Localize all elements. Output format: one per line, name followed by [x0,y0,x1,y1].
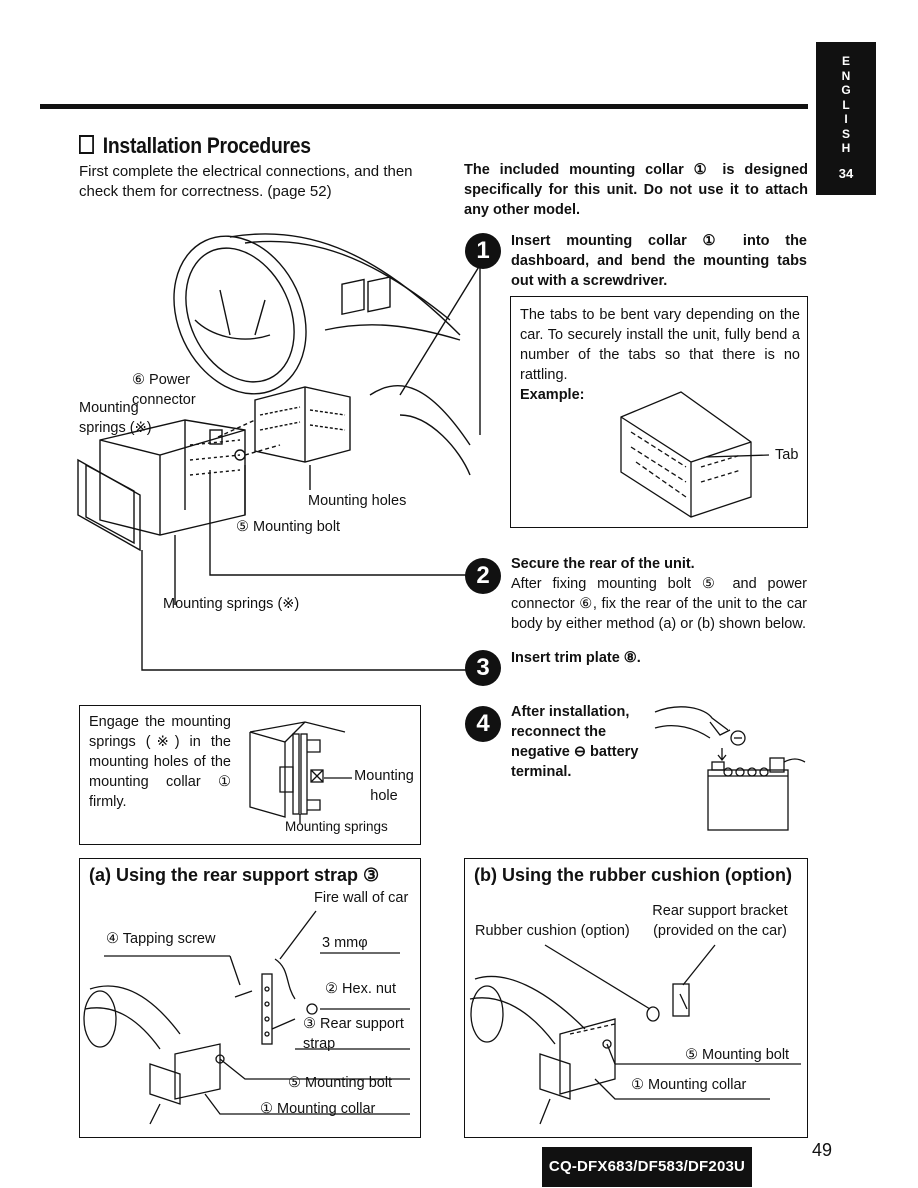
tabs-info-text: The tabs to be bent vary depending on th… [520,307,800,383]
label-hex-nut: ② Hex. nut [325,981,397,997]
section-heading: Installation Procedures [79,133,311,159]
rear-strap-illustration [83,910,410,1125]
example-label: Example: [520,387,585,403]
language-letters: E N G L I S H [841,54,851,155]
battery-terminal-illustration [654,706,806,831]
method-a-title: (a) Using the rear support strap ③ [89,865,380,885]
dashboard-installation-illustration [77,233,481,671]
rubber-cushion-illustration [469,944,801,1125]
label-mounting-collar-b: ① Mounting collar [631,1077,747,1093]
mounting-hole-leader [324,777,352,779]
label-power-connector: ⑥ Power connector [132,372,196,408]
label-rear-support-strap: ③ Rear support strap [303,1016,404,1052]
label-mounting-bolt-b: ⑤ Mounting bolt [685,1047,790,1063]
model-number-bar: CQ-DFX683/DF583/DF203U [542,1147,752,1187]
top-rule [40,104,808,109]
label-fire-wall: Fire wall of car [314,890,409,906]
step-2-title: Secure the rear of the unit. [511,556,695,572]
page-number: 49 [812,1140,833,1160]
step-1-title: Insert mounting collar ① into the dashbo… [511,233,807,289]
tabs-info-box: The tabs to be bent vary depending on th… [510,296,808,528]
step-4-title: After installation, reconnect the negati… [511,704,639,780]
label-mounting-collar-a: ① Mounting collar [260,1101,376,1117]
heading-text: Installation Procedures [102,133,311,158]
label-mounting-springs-box: Mounting springs [285,819,388,834]
label-mounting-holes: Mounting holes [308,493,407,509]
label-rear-support-bracket: Rear support bracket (provided on the ca… [652,903,788,939]
engage-springs-box: Engage the mounting springs (※) in the m… [79,705,421,845]
spring-engage-illustration [249,721,346,824]
method-a-box: (a) Using the rear support strap ③ Fire … [79,858,421,1138]
label-rubber-cushion: Rubber cushion (option) [475,923,630,939]
collar-notice: The included mounting collar ① is design… [464,162,808,218]
engage-text: Engage the mounting springs (※) in the m… [89,714,231,810]
intro-text: First complete the electrical connection… [79,163,413,200]
method-b-box: (b) Using the rubber cushion (option) Re… [464,858,808,1138]
step-3-title: Insert trim plate ⑧. [511,650,641,666]
collar-tabs-illustration [620,391,770,518]
label-tapping-screw: ④ Tapping screw [106,931,216,947]
step-4-badge: 4 [465,706,501,742]
label-size: 3 mmφ [322,935,368,951]
step-2-badge: 2 [465,558,501,594]
step-3-badge: 3 [465,650,501,686]
method-b-title: (b) Using the rubber cushion (option) [474,865,792,885]
checkbox-square-icon [79,135,94,154]
label-mounting-springs-top: Mounting springs (※) [79,400,152,436]
step-2-text: After fixing mounting bolt ⑤ and power c… [511,576,807,632]
label-tab: Tab [775,447,799,463]
language-tab: E N G L I S H 34 [816,42,876,195]
label-mounting-springs-bottom: Mounting springs (※) [163,596,300,612]
label-mounting-hole: Mounting hole [354,768,414,804]
step-1-badge: 1 [465,233,501,269]
section-page-number: 34 [838,166,854,181]
label-mounting-bolt: ⑤ Mounting bolt [236,519,341,535]
